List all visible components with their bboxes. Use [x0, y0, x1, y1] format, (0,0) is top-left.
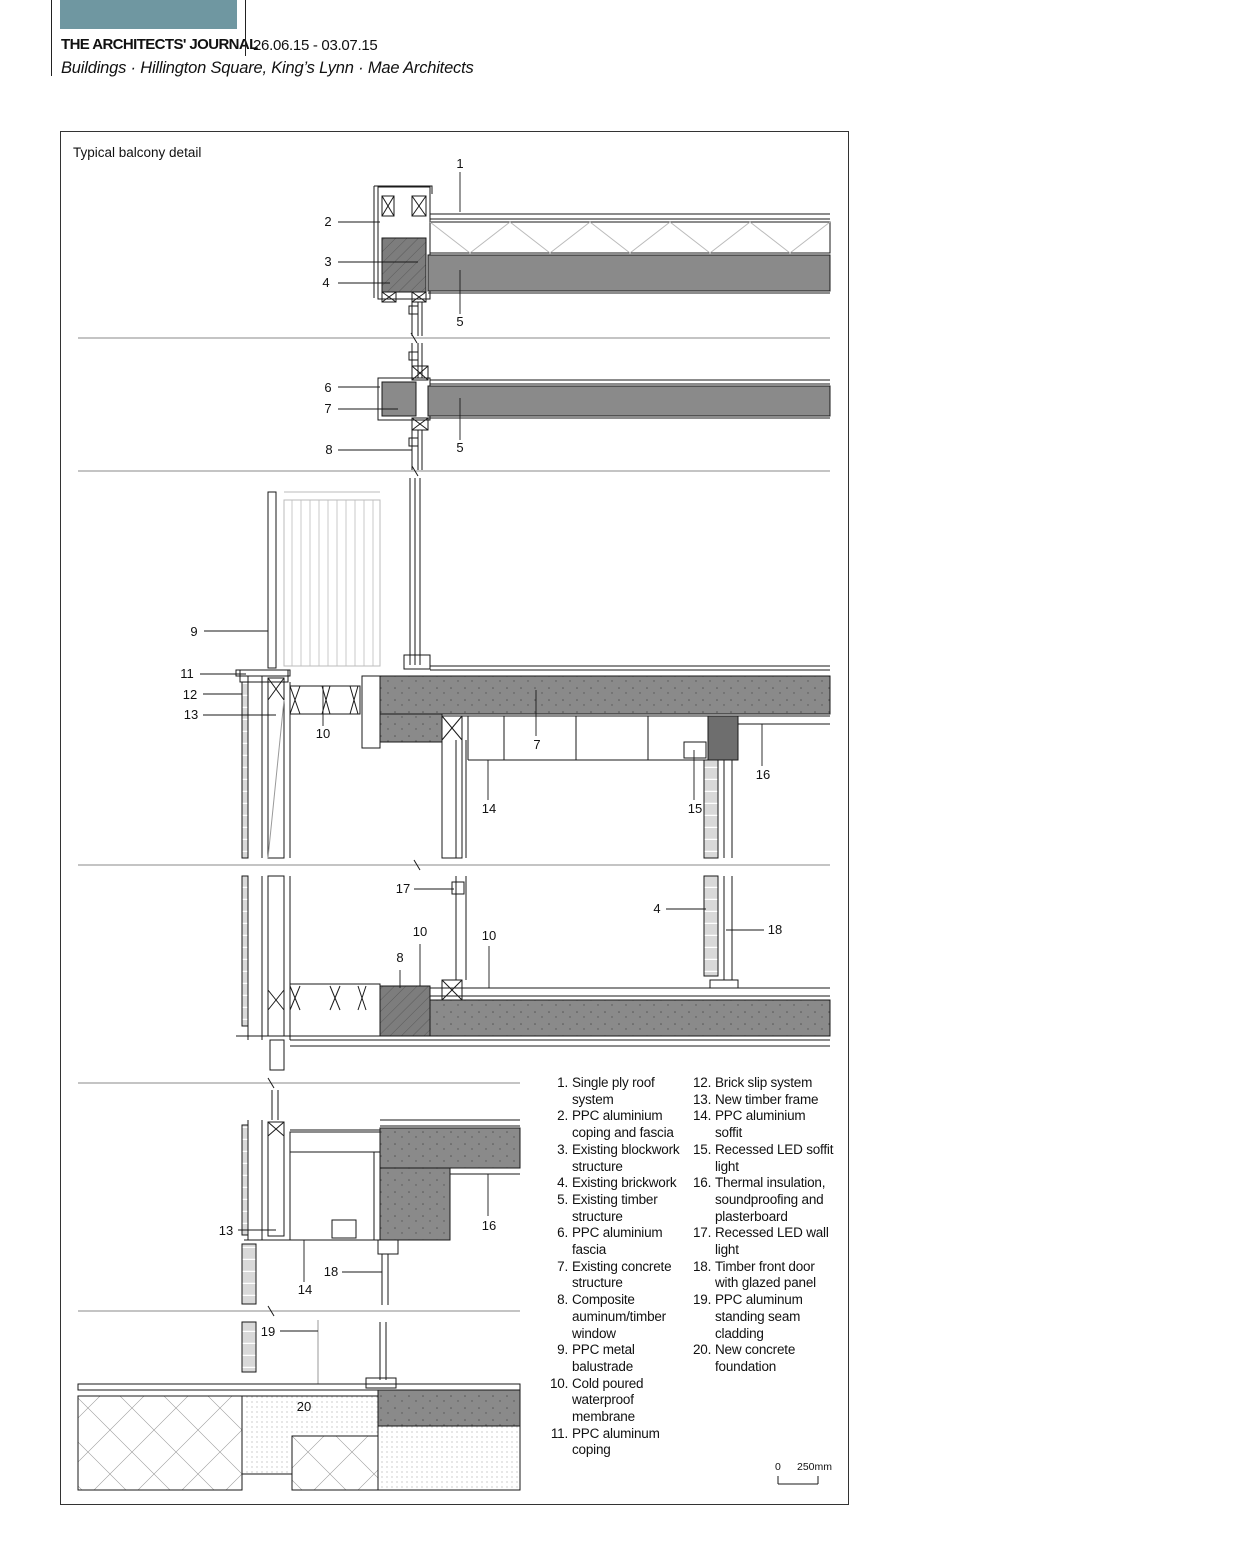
callout-9: 9: [190, 624, 197, 639]
legend-item: 15.Recessed LED soffit light: [693, 1141, 834, 1174]
legend-item: 1.Single ply roof system: [557, 1075, 655, 1107]
drawing-title: Typical balcony detail: [73, 145, 202, 160]
masthead: THE ARCHITECTS' JOURNAL: [61, 36, 258, 53]
callout-17: 17: [396, 881, 410, 896]
callout-3: 3: [324, 254, 331, 269]
scale-bar: [777, 1476, 819, 1485]
legend-item: 8.Composite auminum/timber window: [557, 1292, 666, 1341]
header-rule: [51, 0, 52, 76]
callout-13: 13: [184, 707, 198, 722]
callout-10b: 10: [413, 924, 427, 939]
drawing-frame: [60, 131, 849, 1505]
callout-18: 18: [768, 922, 782, 937]
legend-item: 11.PPC aluminum coping: [550, 1425, 660, 1458]
legend-item: 4.Existing brickwork: [557, 1175, 677, 1191]
legend-item: 6.PPC aluminium fascia: [557, 1225, 663, 1258]
callout-19: 19: [261, 1324, 275, 1339]
callout-5: 5: [456, 314, 463, 329]
article-subtitle: Buildings · Hillington Square, King’s Ly…: [61, 59, 474, 77]
callout-4b: 4: [653, 901, 660, 916]
legend-item: 13.New timber frame: [693, 1091, 819, 1107]
legend-item: 7.Existing concrete structure: [557, 1258, 672, 1291]
callout-10: 10: [316, 726, 330, 741]
callout-11: 11: [180, 666, 194, 681]
legend-item: 18.Timber front door with glazed panel: [693, 1258, 816, 1291]
legend-item: 20.New concrete foundation: [693, 1342, 796, 1374]
callout-6: 6: [324, 380, 331, 395]
callout-12: 12: [183, 687, 197, 702]
callout-16b: 16: [482, 1218, 496, 1233]
issue-date: 26.06.15 - 03.07.15: [253, 37, 378, 54]
header-separator: [245, 0, 246, 56]
callout-15: 15: [688, 801, 702, 816]
callout-7b: 7: [533, 737, 540, 752]
legend-column-1: 1.Single ply roof system 2.PPC aluminium…: [550, 1075, 690, 1459]
scale-value: 250mm: [797, 1461, 833, 1473]
legend-item: 14.PPC aluminium soffit: [693, 1108, 806, 1141]
header-tab: [60, 0, 237, 29]
legend-item: 10.Cold poured waterproof membrane: [550, 1375, 644, 1425]
callout-7: 7: [324, 401, 331, 416]
legend-item: 17.Recessed LED wall light: [693, 1225, 829, 1258]
legend-item: 19.PPC aluminum standing seam cladding: [693, 1292, 803, 1341]
legend-item: 5.Existing timber structure: [557, 1191, 658, 1224]
legend-column-2: 12.Brick slip system 13.New timber frame…: [693, 1075, 835, 1376]
legend-item: 2.PPC aluminium coping and fascia: [557, 1108, 674, 1141]
legend-item: 9.PPC metal balustrade: [557, 1342, 635, 1374]
scale-zero: 0: [775, 1461, 781, 1473]
legend-item: 16.Thermal insulation, soundproofing and…: [693, 1175, 826, 1224]
callout-18b: 18: [324, 1264, 338, 1279]
callout-16: 16: [756, 767, 770, 782]
callout-10c: 10: [482, 928, 496, 943]
callout-20: 20: [297, 1399, 311, 1414]
legend-item: 12.Brick slip system: [693, 1075, 813, 1090]
callout-2: 2: [324, 214, 331, 229]
callout-1: 1: [456, 156, 463, 171]
callout-8: 8: [325, 442, 332, 457]
callout-13b: 13: [219, 1223, 233, 1238]
callout-14: 14: [482, 801, 496, 816]
callout-5b: 5: [456, 440, 463, 455]
callout-4: 4: [322, 275, 329, 290]
legend-item: 3.Existing blockwork structure: [557, 1141, 680, 1174]
callout-8b: 8: [396, 950, 403, 965]
callout-14b: 14: [298, 1282, 312, 1297]
